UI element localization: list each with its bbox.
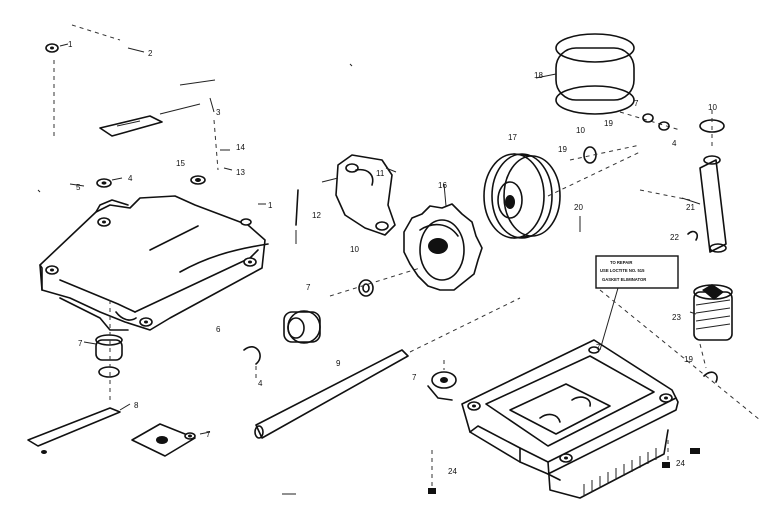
callout-14: 14 (236, 143, 245, 152)
callout-1b: 1 (268, 201, 273, 210)
note-line-1: TO REPAIR (610, 260, 632, 265)
callout-13: 13 (236, 168, 245, 177)
left-lower-parts (27, 300, 196, 457)
callout-7e: 7 (412, 373, 417, 382)
callout-20: 20 (574, 203, 583, 212)
right-housing-base (427, 289, 761, 499)
callout-7f: 7 (596, 343, 601, 352)
callout-10a: 10 (350, 245, 359, 254)
callout-15: 15 (176, 159, 185, 168)
drive-gear (403, 203, 483, 291)
callout-11: 11 (376, 169, 385, 178)
callout-21: 21 (686, 203, 695, 212)
callout-7a: 7 (78, 339, 83, 348)
callout-3: 3 (216, 108, 221, 117)
callout-labels: 1 2 3 4 5 14 15 13 1 6 7 8 7 11 12 16 10… (68, 40, 717, 476)
callout-9: 9 (336, 359, 341, 368)
callout-23: 23 (672, 313, 681, 322)
callout-7c: 7 (306, 283, 311, 292)
left-fastener-parts (45, 24, 233, 188)
callout-16: 16 (438, 181, 447, 190)
callout-4b: 4 (258, 379, 263, 388)
callout-24a: 24 (448, 467, 457, 476)
drive-pulley (483, 151, 641, 239)
callout-7b: 7 (206, 430, 211, 439)
callout-12: 12 (312, 211, 321, 220)
callout-10c: 10 (576, 126, 585, 135)
callout-10b: 10 (708, 103, 717, 112)
callout-8: 8 (134, 401, 139, 410)
callout-17: 17 (508, 133, 517, 142)
callout-7d: 7 (634, 99, 639, 108)
callout-4c: 4 (672, 139, 677, 148)
callout-24b: 24 (676, 459, 685, 468)
callout-1: 1 (68, 40, 73, 49)
callout-19c: 19 (684, 355, 693, 364)
callout-19b: 19 (558, 145, 567, 154)
note-line-3: GASKET ELIMINATOR (602, 277, 646, 282)
callout-4: 4 (128, 174, 133, 183)
center-shaft-assembly (243, 154, 521, 439)
callout-19a: 19 (604, 119, 613, 128)
repair-note: TO REPAIR USE LOCTITE NO. 515 GASKET ELI… (595, 255, 679, 351)
top-right-parts (555, 33, 733, 383)
left-housing-cover (39, 195, 269, 331)
callout-6: 6 (216, 325, 221, 334)
leader-lines (37, 63, 701, 495)
note-line-2: USE LOCTITE NO. 515 (600, 268, 645, 273)
callout-5: 5 (76, 183, 81, 192)
callout-2: 2 (148, 49, 153, 58)
callout-22: 22 (670, 233, 679, 242)
callout-18: 18 (534, 71, 543, 80)
